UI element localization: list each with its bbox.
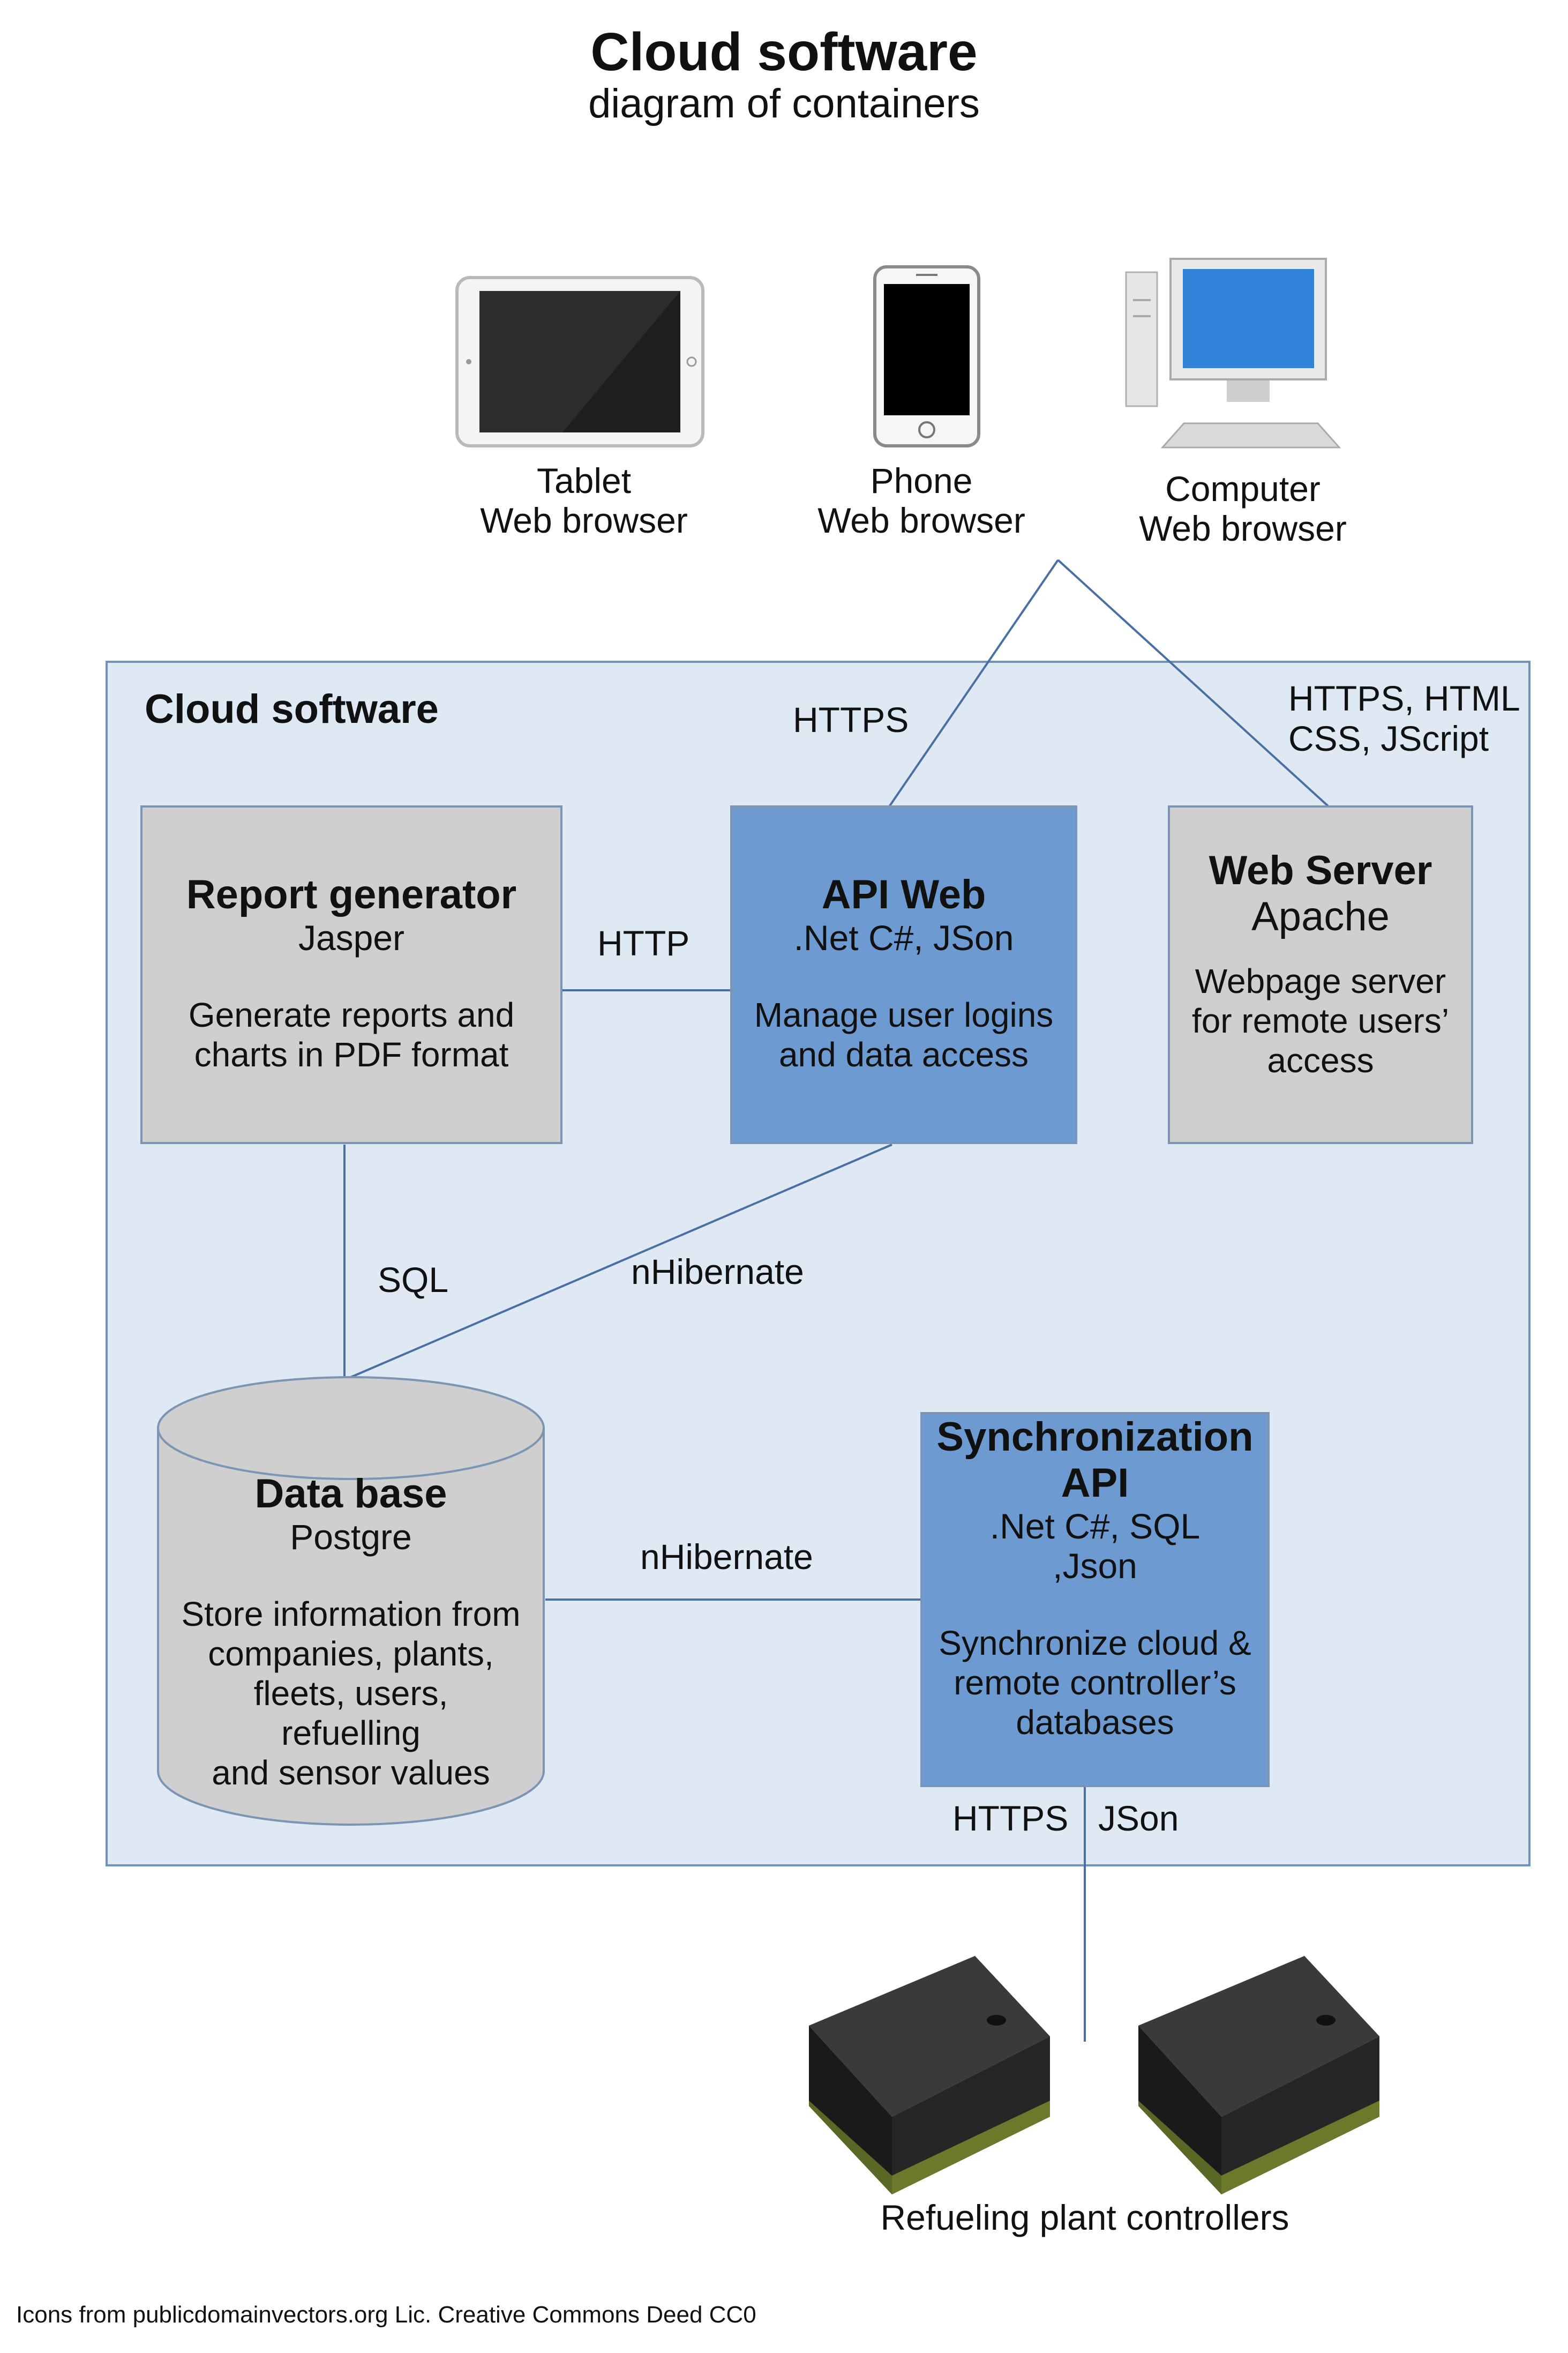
api-web-desc: Manage user logins and data access [754, 995, 1054, 1074]
web-server-desc-line3: access [1267, 1041, 1374, 1080]
http-label: HTTP [597, 923, 690, 963]
tablet-device [455, 276, 704, 447]
sync-api-tech-line1: .Net C#, SQL [989, 1506, 1201, 1546]
sync-desc-line1: Synchronize cloud & [939, 1624, 1251, 1662]
tablet-label-line1: Tablet [536, 461, 632, 501]
computer-icon [1125, 258, 1341, 449]
sql-label: SQL [378, 1260, 449, 1299]
computer-label-line1: Computer [1165, 469, 1321, 509]
report-desc-line1: Generate reports and [188, 996, 515, 1034]
sync-desc-line3: databases [1016, 1703, 1174, 1742]
api-desc-line2: and data access [778, 1035, 1029, 1074]
diagram-title: Cloud software [590, 22, 978, 82]
database-name: Data base [254, 1471, 447, 1517]
controllers-label: Refueling plant controllers [880, 2198, 1289, 2237]
web-server-desc: Webpage server for remote users’ access [1192, 961, 1449, 1080]
tablet-label: Tablet Web browser [439, 461, 729, 540]
controller-2-icon [1138, 1956, 1379, 2194]
phone-device [873, 265, 980, 447]
report-generator-name: Report generator [186, 872, 517, 917]
controller-1-icon [809, 1956, 1050, 2194]
sync-json-label: JSon [1098, 1798, 1179, 1838]
phone-label-line1: Phone [870, 461, 973, 501]
sync-api-tech-line2: ,Json [1053, 1546, 1137, 1586]
database-desc-line5: and sensor values [212, 1753, 490, 1792]
report-generator-box: Report generator Jasper Generate reports… [140, 805, 562, 1144]
database-desc-line1: Store information from [181, 1595, 521, 1633]
footer-credit: Icons from publicdomainvectors.org Lic. … [16, 2302, 756, 2328]
report-generator-desc: Generate reports and charts in PDF forma… [189, 995, 514, 1074]
computer-label-line2: Web browser [1139, 509, 1347, 548]
sync-https-label: HTTPS [952, 1798, 1069, 1838]
api-web-name: API Web [821, 872, 986, 917]
sync-api-name-line2: API [1061, 1460, 1129, 1506]
database-tech: Postgre [290, 1517, 412, 1557]
api-web-box: API Web .Net C#, JSon Manage user logins… [730, 805, 1077, 1144]
nhibernate-sync-label: nHibernate [640, 1537, 813, 1577]
https-line-to-webserver [1057, 559, 1330, 808]
database-cylinder [157, 1376, 545, 1826]
web-server-desc-line1: Webpage server [1195, 962, 1446, 1000]
report-desc-line2: charts in PDF format [194, 1035, 509, 1074]
https-line-to-api [888, 559, 1059, 808]
sync-api-box: Synchronization API .Net C#, SQL ,Json S… [920, 1412, 1270, 1787]
web-server-name: Web Server [1209, 848, 1432, 893]
sync-api-desc: Synchronize cloud & remote controller’s … [939, 1623, 1251, 1742]
database-desc: Store information from companies, plants… [155, 1594, 546, 1792]
nhibernate-api-label: nHibernate [631, 1252, 804, 1291]
database-desc-line4: refuelling [281, 1714, 421, 1752]
database-text: Data base Postgre Store information from… [155, 1471, 546, 1792]
database-desc-line3: fleets, users, [253, 1674, 448, 1713]
sync-desc-line2: remote controller’s [954, 1663, 1236, 1702]
web-server-desc-line2: for remote users’ [1191, 1002, 1450, 1040]
tablet-label-line2: Web browser [480, 501, 688, 540]
diagram-subtitle: diagram of containers [588, 81, 980, 126]
phone-label: Phone Web browser [777, 461, 1066, 540]
tablet-icon [455, 276, 704, 447]
web-server-box: Web Server Apache Webpage server for rem… [1168, 805, 1473, 1144]
phone-icon [873, 265, 980, 447]
api-web-tech: .Net C#, JSon [793, 918, 1014, 958]
computer-label: Computer Web browser [1098, 469, 1387, 548]
sync-api-name-line1: Synchronization [936, 1414, 1254, 1460]
api-desc-line1: Manage user logins [754, 996, 1054, 1034]
database-desc-line2: companies, plants, [208, 1634, 494, 1673]
https-html-label-line1: HTTPS, HTML [1288, 678, 1520, 718]
phone-label-line2: Web browser [817, 501, 1025, 540]
report-generator-tech: Jasper [298, 918, 405, 958]
computer-device [1125, 257, 1350, 453]
nhibernate-api-line [344, 1144, 892, 1381]
cloud-boundary-label: Cloud software [145, 686, 439, 732]
https-label: HTTPS [793, 700, 909, 739]
https-html-label-line2: CSS, JScript [1288, 719, 1489, 758]
web-server-tech: Apache [1251, 894, 1390, 939]
